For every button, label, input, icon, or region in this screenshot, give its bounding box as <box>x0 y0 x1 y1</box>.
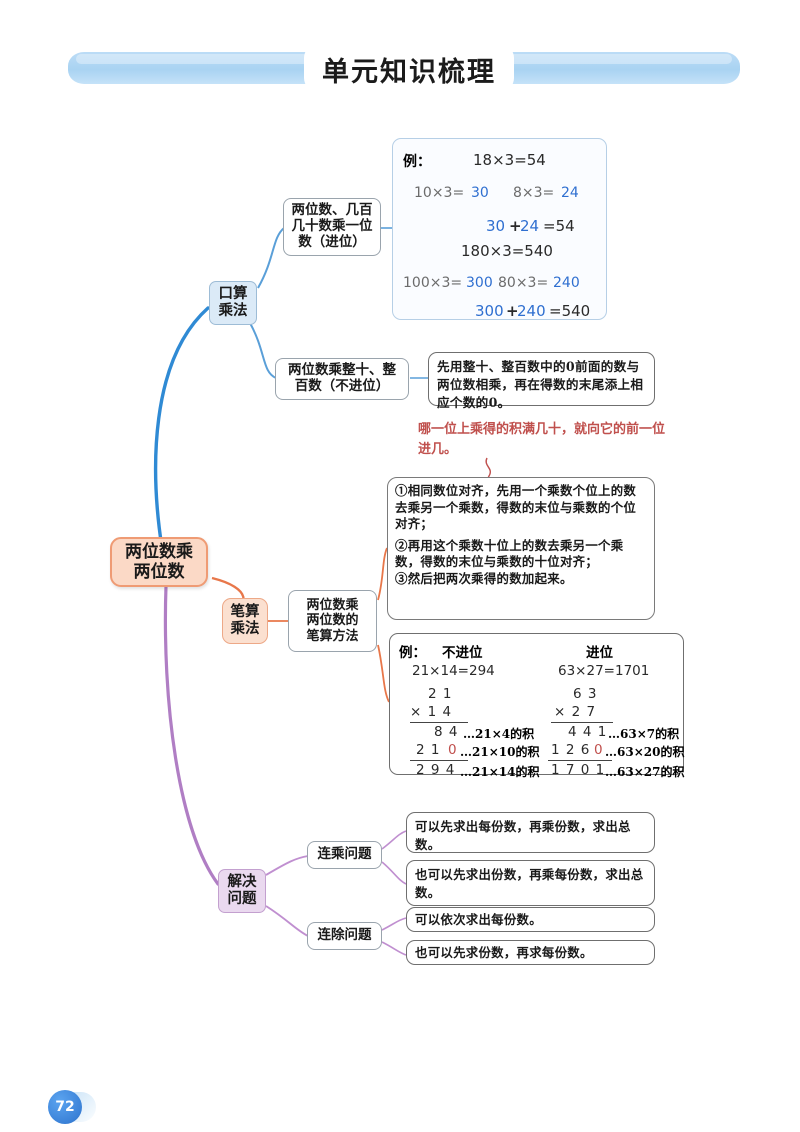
written-left-total-note: …21×14的积 <box>460 765 540 779</box>
written-method-box: ①相同数位对齐，先用一个乘数个位上的数去乘另一个乘数，得数的末位与乘数的个位对齐… <box>387 477 655 620</box>
oral-ex2-plus: + <box>506 302 519 320</box>
oral-ex2-sum-eq: =540 <box>549 302 591 320</box>
oral-ex1-sum-a: 30 <box>486 217 506 235</box>
oral-ex1-plus: + <box>509 217 522 235</box>
oral-ex1-right-result: 24 <box>561 185 579 201</box>
written-left-rule-1 <box>410 722 468 724</box>
continuous-divide-desc-2: 也可以先求份数，再求每份数。 <box>406 940 655 965</box>
written-example-label: 例： <box>399 645 426 661</box>
written-left-partial-1: 8 4 <box>434 724 459 740</box>
oral-child-carry-label: 两位数、几百 几十数乘一位 数（进位） <box>291 202 373 250</box>
title-banner: 单元知识梳理 <box>68 44 740 92</box>
written-right-multiplicand: 6 3 <box>573 686 598 702</box>
written-left-partial-2-zero: 0 <box>448 742 457 758</box>
written-method-line-1: ①相同数位对齐，先用一个乘数个位上的数去乘另一个乘数，得数的末位与乘数的个位对齐… <box>395 483 637 532</box>
oral-calculation-example-box: 例： 18×3=54 10×3= 30 8×3= 24 30 + 24 =54 … <box>392 138 607 320</box>
root-node[interactable]: 两位数乘 两位数 <box>110 537 208 587</box>
root-node-label: 两位数乘 两位数 <box>125 541 193 582</box>
written-example-header-no-carry: 不进位 <box>442 645 483 661</box>
written-right-total: 1 7 0 1 <box>551 762 606 778</box>
oral-child-tens-label: 两位数乘整十、整 百数（不进位） <box>288 362 396 394</box>
written-left-multiplicand: 2 1 <box>428 686 453 702</box>
title-plate <box>304 44 514 92</box>
branch-node-problem[interactable]: 解决 问题 <box>218 869 266 913</box>
oral-ex2-left: 100×3= <box>403 275 463 291</box>
page-title: 单元知识梳理 <box>322 56 496 88</box>
oral-child-tens[interactable]: 两位数乘整十、整 百数（不进位） <box>275 358 409 400</box>
oral-ex2-left-result: 300 <box>466 275 493 291</box>
problem-child-continuous-divide[interactable]: 连除问题 <box>307 922 382 950</box>
problem-child-continuous-multiply-label: 连乘问题 <box>317 846 372 863</box>
problem-child-continuous-multiply[interactable]: 连乘问题 <box>307 841 382 869</box>
branch-node-oral[interactable]: 口算 乘法 <box>209 281 257 325</box>
continuous-divide-desc-2-text: 也可以先求份数，再求每份数。 <box>415 944 593 960</box>
written-method-line-2: ②再用这个乘数十位上的数去乘另一个乘数，得数的末位与乘数的十位对齐； <box>395 537 624 570</box>
written-child-method[interactable]: 两位数乘 两位数的 笔算方法 <box>288 590 377 652</box>
written-calculation-example-box: 例： 不进位 进位 21×14=294 2 1 × 1 4 8 4 …21×4的… <box>389 633 685 779</box>
continuous-multiply-desc-1-text: 可以先求出每份数，再乘份数，求出总数。 <box>415 819 631 852</box>
written-right-partial-2: 1 2 6 <box>551 742 591 758</box>
branch-node-written-label: 笔算 乘法 <box>230 603 260 637</box>
continuous-multiply-desc-2: 也可以先求出份数，再乘每份数，求出总数。 <box>406 860 655 906</box>
oral-ex2-right: 80×3= <box>498 275 549 291</box>
written-left-multiplier: × 1 4 <box>410 704 453 720</box>
written-right-partial-2-note: …63×20的积 <box>605 745 685 759</box>
written-right-equation: 63×27=1701 <box>558 663 650 679</box>
oral-tens-description-text: 先用整十、整百数中的0前面的数与两位数相乘，再在得数的末尾添上相应个数的0。 <box>437 359 644 410</box>
carry-rule-note-text: 哪一位上乘得的积满几十，就向它的前一位进几。 <box>418 422 666 457</box>
written-right-partial-1: 4 4 1 <box>568 724 608 740</box>
written-left-partial-2: 2 1 <box>416 742 441 758</box>
written-example-header-carry: 进位 <box>586 645 613 661</box>
written-left-partial-2-note: …21×10的积 <box>460 745 540 759</box>
written-left-equation: 21×14=294 <box>412 663 495 679</box>
oral-child-carry[interactable]: 两位数、几百 几十数乘一位 数（进位） <box>283 198 381 256</box>
written-left-total: 2 9 4 <box>416 762 456 778</box>
oral-ex1-left: 10×3= <box>414 185 465 201</box>
oral-example-label: 例： <box>403 154 431 170</box>
oral-ex2-sum-b: 240 <box>517 302 546 320</box>
oral-ex2-top: 180×3=540 <box>461 242 553 260</box>
written-child-method-label: 两位数乘 两位数的 笔算方法 <box>306 598 359 644</box>
oral-ex1-left-result: 30 <box>471 185 489 201</box>
written-right-partial-2-zero: 0 <box>594 742 603 758</box>
continuous-multiply-desc-1: 可以先求出每份数，再乘份数，求出总数。 <box>406 812 655 853</box>
oral-ex2-right-result: 240 <box>553 275 580 291</box>
written-right-rule-2 <box>548 760 612 762</box>
written-method-line-3: ③然后把两次乘得的数加起来。 <box>395 571 573 587</box>
written-right-partial-1-note: …63×7的积 <box>608 727 680 741</box>
oral-ex1-top: 18×3=54 <box>473 151 546 169</box>
written-right-multiplier: × 2 7 <box>554 704 597 720</box>
branch-node-written[interactable]: 笔算 乘法 <box>222 598 268 644</box>
continuous-multiply-desc-2-text: 也可以先求出份数，再乘每份数，求出总数。 <box>415 867 644 900</box>
oral-tens-description: 先用整十、整百数中的0前面的数与两位数相乘，再在得数的末尾添上相应个数的0。 <box>428 352 655 410</box>
continuous-divide-desc-1: 可以依次求出每份数。 <box>406 907 655 932</box>
branch-node-problem-label: 解决 问题 <box>227 873 257 907</box>
oral-ex1-right: 8×3= <box>513 185 555 201</box>
problem-child-continuous-divide-label: 连除问题 <box>317 927 372 944</box>
oral-ex1-sum-b: 24 <box>520 217 540 235</box>
written-left-partial-1-note: …21×4的积 <box>463 727 535 741</box>
continuous-divide-desc-1-text: 可以依次求出每份数。 <box>415 911 542 927</box>
branch-node-oral-label: 口算 乘法 <box>218 285 248 319</box>
written-right-total-note: …63×27的积 <box>605 765 685 779</box>
carry-rule-note: 哪一位上乘得的积满几十，就向它的前一位进几。 <box>418 420 668 459</box>
page-number: 72 <box>48 1090 82 1124</box>
written-right-rule-1 <box>551 722 613 724</box>
oral-ex1-sum-eq: =54 <box>543 217 575 235</box>
oral-ex2-sum-a: 300 <box>475 302 504 320</box>
written-left-rule-2 <box>410 760 468 762</box>
